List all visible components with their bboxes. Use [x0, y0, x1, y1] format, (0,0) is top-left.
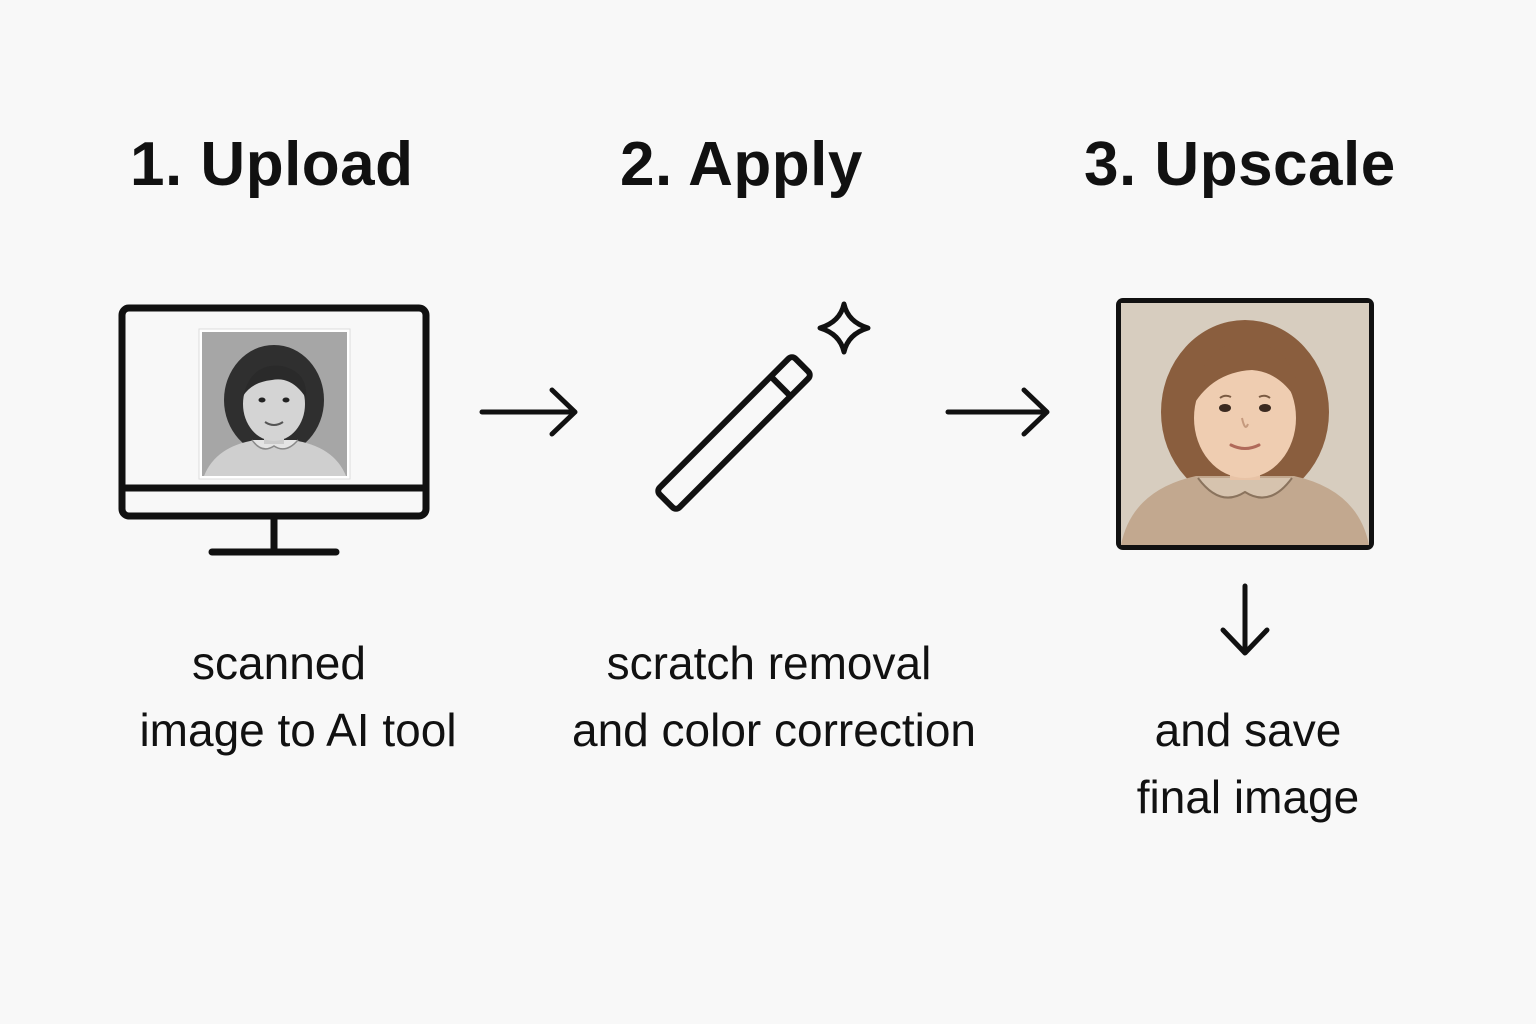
sparkle-icon [817, 301, 871, 355]
caption-line: scanned [192, 637, 366, 689]
step-1-caption: scanned image to AI tool [94, 630, 464, 764]
magic-wand-icon [655, 301, 871, 512]
step-2-heading: 2. Apply [620, 130, 863, 199]
bw-portrait-photo [198, 328, 351, 480]
down-arrow-icon [1220, 583, 1270, 656]
caption-line: and save [1154, 704, 1342, 756]
step-3-caption: and save final image [1098, 697, 1398, 831]
step-1-heading: 1. Upload [130, 130, 414, 199]
caption-line: scratch removal [606, 637, 932, 689]
right-arrow-icon [479, 387, 578, 437]
right-arrow-icon [945, 387, 1050, 437]
caption-line: image to AI tool [139, 704, 457, 756]
caption-line: final image [1136, 771, 1360, 823]
step-2-caption: scratch removal and color correction [536, 630, 1012, 764]
step-3-heading: 3. Upscale [1084, 130, 1396, 199]
computer-monitor-icon [118, 304, 430, 556]
color-portrait-photo [1116, 298, 1374, 550]
caption-line: and color correction [572, 704, 976, 756]
